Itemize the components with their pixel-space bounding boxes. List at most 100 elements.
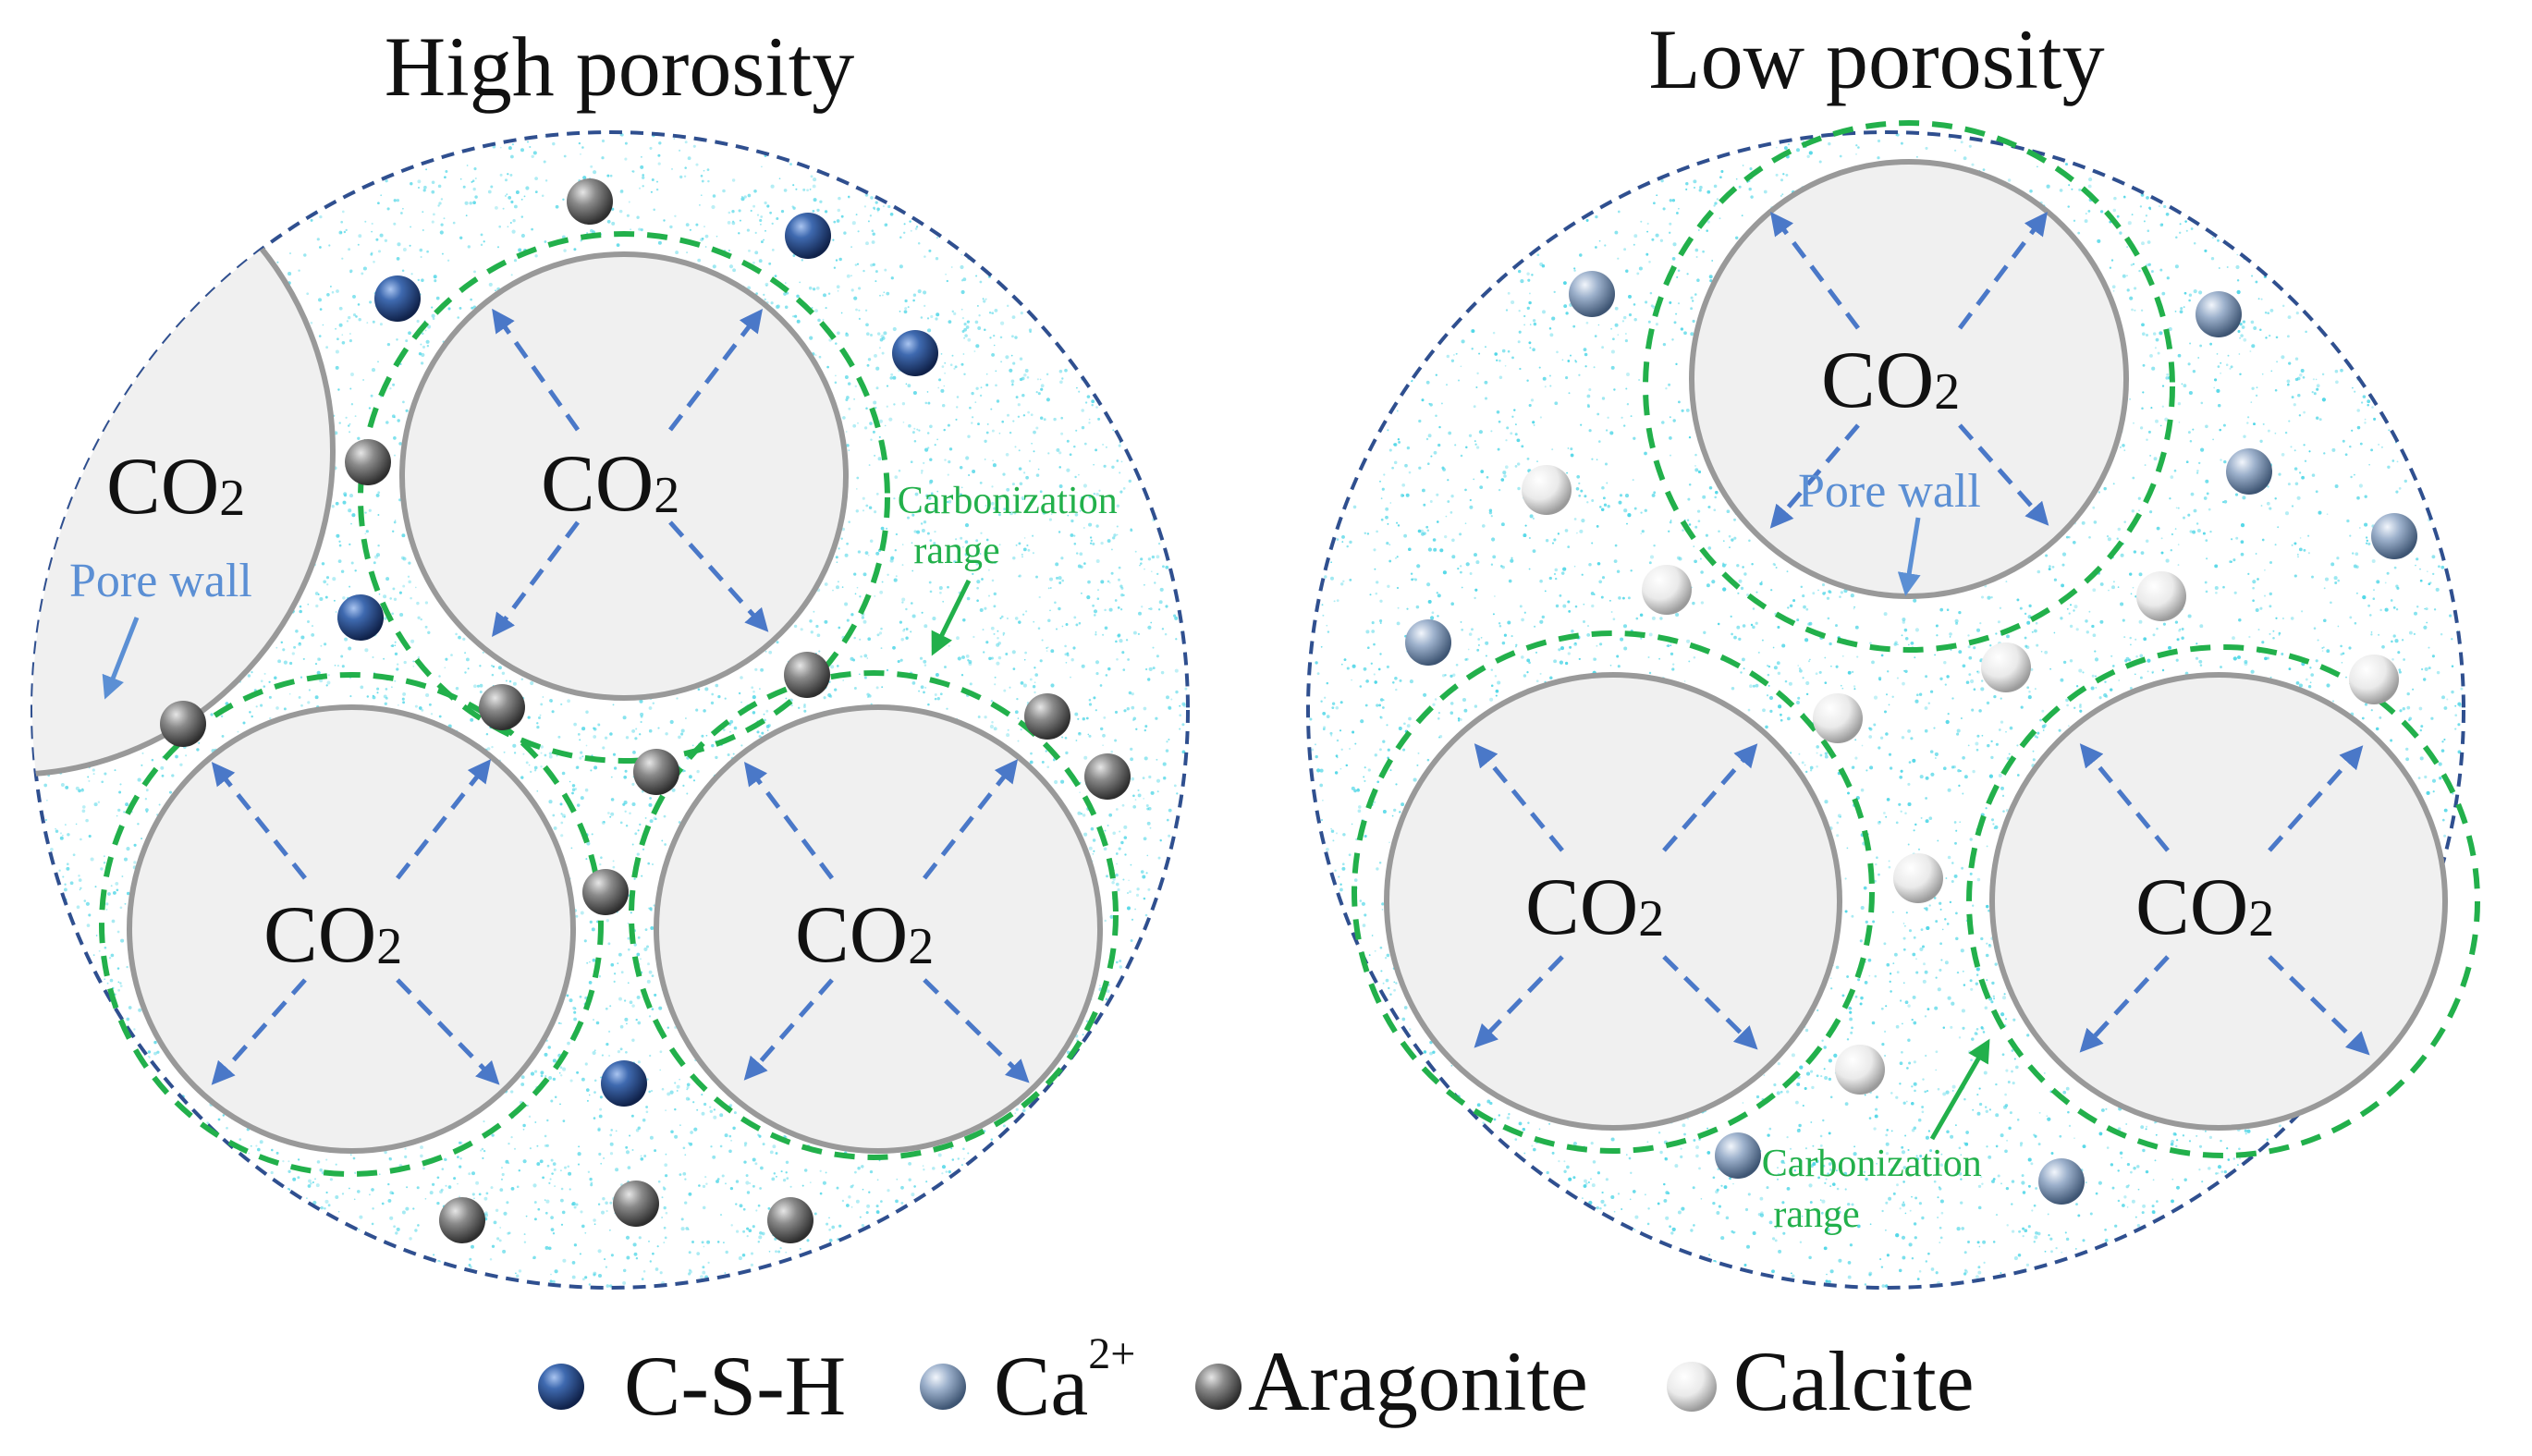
matrix-speckle	[676, 1084, 680, 1089]
matrix-speckle	[1077, 811, 1082, 815]
matrix-speckle	[984, 328, 986, 332]
matrix-speckle	[684, 1154, 687, 1156]
matrix-speckle	[977, 422, 980, 425]
matrix-speckle	[817, 318, 821, 323]
matrix-speckle	[1013, 511, 1017, 515]
matrix-speckle	[307, 1184, 312, 1188]
matrix-speckle	[196, 748, 200, 752]
matrix-speckle	[617, 1050, 620, 1054]
matrix-speckle	[644, 928, 648, 932]
matrix-speckle	[593, 735, 597, 739]
matrix-speckle	[1120, 840, 1124, 845]
matrix-speckle	[354, 569, 357, 572]
matrix-speckle	[1002, 1124, 1006, 1128]
matrix-speckle	[436, 1201, 440, 1205]
matrix-speckle	[1023, 658, 1026, 661]
matrix-speckle	[314, 695, 319, 700]
matrix-speckle	[394, 644, 397, 647]
matrix-speckle	[875, 686, 879, 690]
matrix-speckle	[287, 1160, 290, 1163]
matrix-speckle	[699, 204, 701, 206]
matrix-speckle	[288, 252, 292, 255]
matrix-speckle	[549, 1178, 552, 1181]
matrix-speckle	[1027, 548, 1031, 552]
matrix-speckle	[1130, 863, 1132, 866]
matrix-speckle	[338, 230, 343, 235]
matrix-speckle	[580, 911, 584, 915]
matrix-speckle	[328, 244, 331, 247]
matrix-speckle	[425, 339, 430, 344]
matrix-speckle	[260, 679, 263, 683]
matrix-speckle	[1127, 658, 1130, 661]
matrix-speckle	[863, 205, 867, 208]
matrix-speckle	[338, 540, 341, 543]
matrix-speckle	[389, 1216, 394, 1220]
matrix-speckle	[845, 431, 848, 433]
matrix-speckle	[631, 728, 636, 733]
matrix-speckle	[764, 282, 769, 287]
matrix-speckle	[1146, 854, 1149, 857]
matrix-speckle	[1085, 716, 1089, 720]
matrix-speckle	[878, 347, 881, 349]
matrix-speckle	[855, 488, 858, 490]
matrix-speckle	[1088, 734, 1092, 738]
matrix-speckle	[1135, 893, 1140, 897]
matrix-speckle	[893, 403, 896, 406]
matrix-speckle	[924, 686, 927, 689]
matrix-speckle	[1159, 838, 1162, 842]
matrix-speckle	[969, 406, 972, 410]
matrix-speckle	[649, 907, 653, 911]
matrix-speckle	[559, 1169, 562, 1172]
matrix-speckle	[1048, 518, 1052, 521]
matrix-speckle	[1166, 695, 1169, 700]
matrix-speckle	[1002, 472, 1006, 476]
matrix-speckle	[642, 174, 645, 177]
matrix-speckle	[981, 578, 984, 581]
matrix-speckle	[473, 684, 477, 689]
matrix-speckle	[555, 204, 559, 209]
matrix-speckle	[1095, 660, 1100, 665]
matrix-speckle	[1097, 417, 1101, 421]
matrix-speckle	[410, 226, 412, 228]
matrix-speckle	[307, 603, 310, 606]
matrix-speckle	[648, 706, 653, 710]
matrix-speckle	[960, 253, 963, 256]
matrix-speckle	[976, 304, 979, 307]
matrix-speckle	[669, 1090, 674, 1095]
matrix-speckle	[705, 1182, 708, 1185]
matrix-speckle	[377, 250, 382, 253]
matrix-speckle	[1003, 508, 1007, 511]
matrix-speckle	[752, 711, 756, 715]
matrix-speckle	[627, 948, 630, 951]
matrix-speckle	[522, 1128, 525, 1131]
matrix-speckle	[518, 248, 522, 252]
matrix-speckle	[76, 905, 80, 910]
matrix-speckle	[956, 406, 959, 409]
matrix-speckle	[121, 875, 124, 877]
matrix-speckle	[613, 980, 616, 983]
matrix-speckle	[940, 388, 945, 393]
matrix-speckle	[1107, 539, 1111, 544]
matrix-speckle	[282, 648, 286, 652]
matrix-speckle	[504, 178, 508, 182]
matrix-speckle	[1080, 592, 1083, 594]
matrix-speckle	[393, 436, 397, 440]
matrix-speckle	[562, 198, 565, 202]
matrix-speckle	[536, 1144, 539, 1147]
matrix-speckle	[557, 1022, 561, 1024]
matrix-speckle	[401, 207, 404, 210]
matrix-speckle	[298, 695, 301, 699]
matrix-speckle	[846, 1204, 850, 1207]
matrix-speckle	[410, 273, 413, 275]
matrix-speckle	[431, 306, 434, 309]
matrix-speckle	[527, 141, 529, 143]
matrix-speckle	[1042, 510, 1046, 515]
matrix-speckle	[513, 259, 518, 263]
matrix-speckle	[918, 429, 921, 432]
matrix-speckle	[994, 683, 997, 686]
matrix-speckle	[936, 312, 940, 317]
matrix-speckle	[1108, 581, 1111, 584]
matrix-speckle	[739, 1204, 743, 1208]
matrix-speckle	[400, 212, 403, 214]
matrix-speckle	[988, 311, 992, 314]
